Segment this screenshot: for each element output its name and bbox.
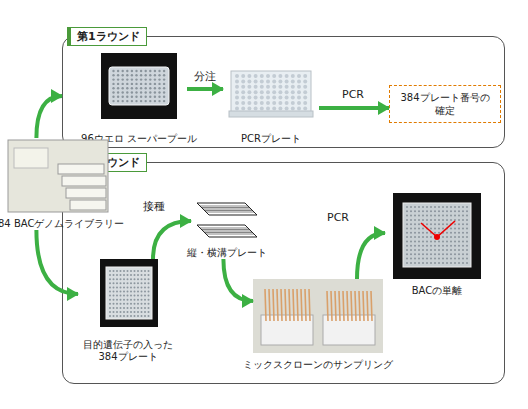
photo-step: 96ウエロ スーパープール	[91, 51, 187, 145]
photo-caption: BACの単離	[412, 285, 463, 297]
flow-arrow	[223, 259, 253, 301]
photo-step: 縦・横溝プレート	[191, 199, 263, 259]
photo-illustration	[253, 279, 383, 355]
photo-caption: PCRプレート	[241, 133, 301, 145]
flow-arrow	[319, 106, 389, 110]
flow-arrow	[153, 221, 191, 259]
photo-illustration	[191, 199, 263, 241]
round-band: 第2ラウンド目的遺伝子の入った 384プレート縦・横溝プレートミックスクローンの…	[62, 162, 505, 384]
photo-illustration	[4, 138, 112, 214]
photo-step: BACの単離	[385, 193, 489, 297]
result-text: 384プレート番号の 確定	[394, 91, 496, 117]
round-band: 第1ラウンド96ウエロ スーパープールPCRプレート384プレート番号の 確定	[62, 36, 505, 148]
photo-illustration	[385, 193, 489, 281]
result-box: 384プレート番号の 確定	[389, 85, 501, 123]
photo-illustration	[78, 259, 178, 329]
photo-step: 目的遺伝子の入った 384プレート	[78, 259, 178, 363]
photo-caption: ミックスクローンのサンプリング	[243, 359, 393, 371]
photo-caption: 384 BACゲノムライブラリー	[0, 218, 124, 230]
photo-step: 384 BACゲノムライブラリー	[4, 138, 112, 230]
arrow-label: 接種	[143, 199, 165, 214]
photo-caption: 目的遺伝子の入った 384プレート	[78, 339, 178, 363]
flow-arrow	[36, 96, 62, 138]
flow-arrow	[357, 233, 385, 279]
photo-caption: 縦・横溝プレート	[187, 247, 267, 259]
arrow-label: PCR	[327, 211, 349, 224]
photo-step: ミックスクローンのサンプリング	[253, 279, 383, 371]
flow-arrow	[36, 230, 78, 294]
arrow-label: PCR	[342, 88, 364, 101]
photo-illustration	[91, 51, 187, 123]
photo-illustration	[223, 55, 319, 121]
arrow-label: 分注	[194, 69, 216, 84]
flow-arrow	[187, 87, 223, 91]
photo-step: PCRプレート	[223, 55, 319, 145]
round-heading: 第1ラウンド	[67, 27, 147, 46]
